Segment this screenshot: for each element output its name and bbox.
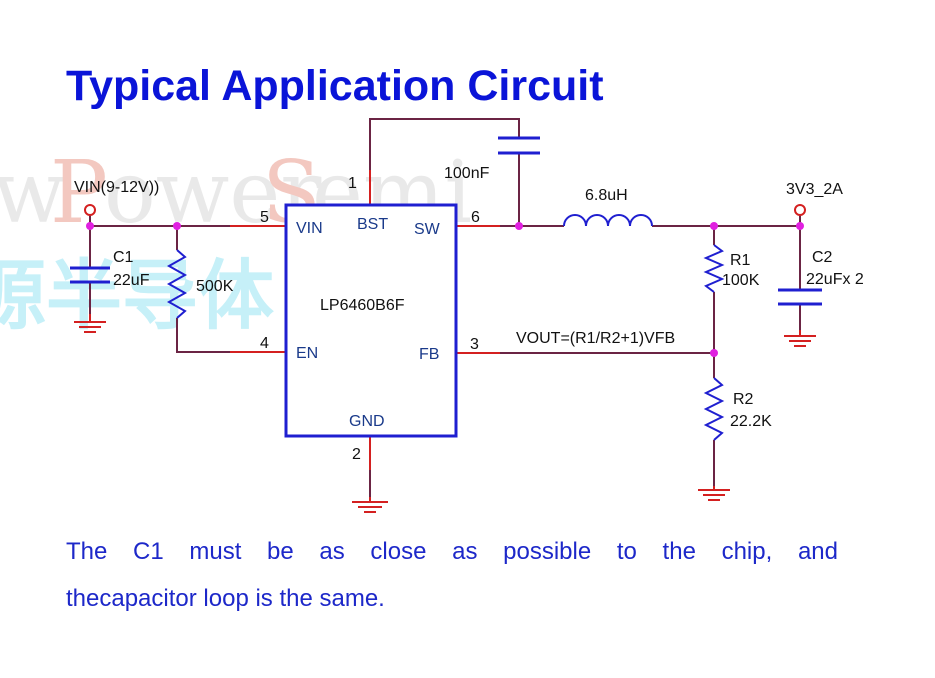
output-net-label: 3V3_2A [786, 181, 843, 198]
r1-value: 100K [722, 272, 760, 289]
inductor-symbol [563, 214, 653, 227]
output-terminal [794, 204, 806, 216]
chip-part-label: LP6460B6F [320, 297, 405, 314]
c1-capacitor-symbol [70, 266, 110, 284]
watermark-prefix: w [0, 143, 66, 243]
design-note-line-1: The C1 must be as close as possible to t… [66, 538, 838, 565]
pin-en-label: EN [296, 345, 318, 362]
chip-body [284, 203, 458, 438]
pin-number-sw: 6 [471, 209, 480, 226]
pin-fb-label: FB [419, 346, 439, 363]
ground-icon [74, 314, 106, 333]
en-resistor-value: 500K [196, 278, 234, 295]
pin-number-bst: 1 [348, 175, 357, 192]
pin-sw-label: SW [414, 221, 441, 238]
pin-vin-label: VIN [296, 220, 323, 237]
junction-dot [796, 222, 804, 230]
pin-stubs [230, 170, 500, 470]
c1-value: 22uF [113, 272, 150, 289]
vin-terminal [84, 204, 96, 216]
pin-bst-label: BST [357, 216, 388, 233]
circuit-schematic: w P ower S emi 源半导体 LP6460B6F VIN BST [0, 118, 864, 513]
r2-value: 22.2K [730, 413, 772, 430]
pin-number-gnd: 2 [352, 446, 361, 463]
c1-name: C1 [113, 249, 134, 266]
design-note: The C1 must be as close as possible to t… [66, 528, 838, 622]
junction-dot [710, 222, 718, 230]
c2-name: C2 [812, 249, 833, 266]
ground-icon [784, 330, 816, 347]
ground-icon [698, 486, 730, 501]
junction-dots [86, 222, 804, 357]
junction-dot [710, 349, 718, 357]
r2-name: R2 [733, 391, 754, 408]
r2-resistor-symbol [703, 377, 725, 441]
r1-resistor-symbol [703, 244, 725, 293]
bst-capacitor-symbol [498, 136, 540, 155]
pin-number-en: 4 [260, 335, 269, 352]
c2-value: 22uFx 2 [806, 271, 864, 288]
inductor-value: 6.8uH [585, 187, 628, 204]
junction-dot [173, 222, 181, 230]
pin-number-vin: 5 [260, 209, 269, 226]
watermark-chinese: 源半导体 [0, 251, 274, 340]
vin-net-label: VIN(9-12V)) [74, 179, 159, 196]
bst-cap-wire [369, 118, 520, 226]
bst-capacitor-value: 100nF [444, 165, 490, 182]
en-resistor-symbol [166, 249, 188, 319]
c2-capacitor-symbol [778, 288, 822, 306]
ground-icon [352, 497, 388, 513]
page-title: Typical Application Circuit [66, 62, 604, 110]
vout-formula: VOUT=(R1/R2+1)VFB [516, 330, 675, 347]
pin-number-fb: 3 [470, 336, 479, 353]
r1-name: R1 [730, 252, 751, 269]
design-note-line-2: thecapacitor loop is the same. [66, 585, 385, 612]
junction-dot [515, 222, 523, 230]
junction-dot [86, 222, 94, 230]
pin-gnd-label: GND [349, 413, 385, 430]
ground-symbols [74, 314, 816, 513]
